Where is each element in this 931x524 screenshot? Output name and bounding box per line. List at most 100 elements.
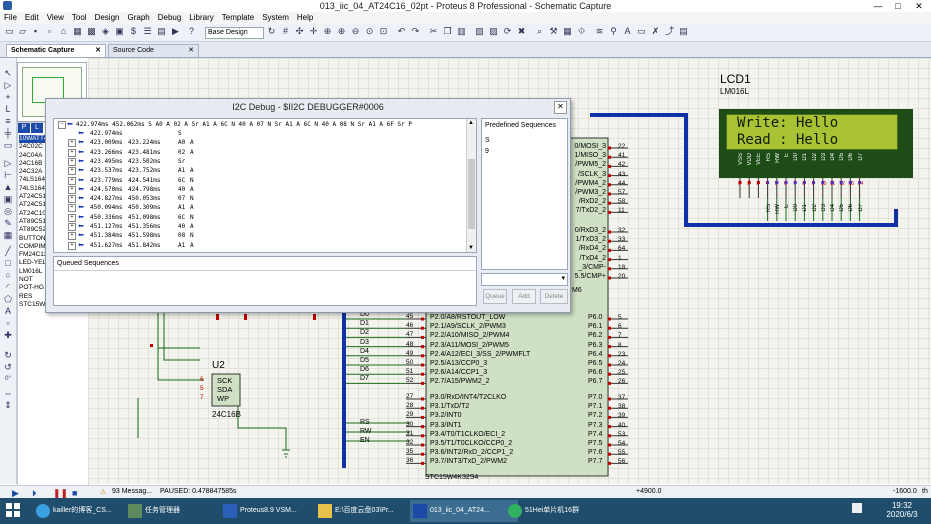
schematic-icon[interactable]: ▦ <box>73 26 82 36</box>
instrument-icon[interactable]: ▦ <box>3 230 13 240</box>
tab-schematic-capture[interactable]: Schematic Capture ✕ <box>6 44 106 57</box>
device-list-item[interactable]: STC15W4 <box>19 300 49 308</box>
design-explorer-icon[interactable]: ☰ <box>143 26 152 36</box>
library-button[interactable]: L <box>31 123 43 133</box>
close-window-button[interactable]: ✕ <box>915 1 923 11</box>
task-explorer[interactable]: E:\百度云盘03\Pr... <box>315 500 423 522</box>
device-list-item[interactable]: AT24C10 <box>19 209 46 217</box>
new-sheet-icon[interactable]: ▭ <box>637 26 646 36</box>
decompose-icon[interactable]: ⟐ <box>577 26 586 36</box>
open-folder-icon[interactable]: ▱ <box>19 26 26 36</box>
stop-icon[interactable]: ■ <box>72 488 78 498</box>
menu-library[interactable]: Library <box>189 13 214 22</box>
zoom-all-icon[interactable]: ⊙ <box>365 26 374 36</box>
expand-icon[interactable]: + <box>68 185 76 194</box>
bom-icon[interactable]: $ <box>130 26 136 36</box>
pick-device-button[interactable]: P <box>18 123 30 133</box>
undo-icon[interactable]: ↶ <box>397 26 406 36</box>
pan-icon[interactable]: ✛ <box>309 26 318 36</box>
refresh-icon[interactable]: ↻ <box>267 26 276 36</box>
path-icon[interactable]: ⬠ <box>4 294 12 304</box>
source-code-icon[interactable]: ▤ <box>157 26 166 36</box>
device-list-item[interactable]: 24C02C <box>19 143 43 151</box>
expand-icon[interactable]: + <box>68 204 76 213</box>
box-icon[interactable]: □ <box>5 258 11 268</box>
pcb-icon[interactable]: ▩ <box>87 26 96 36</box>
rotate-ccw-icon[interactable]: ↺ <box>4 362 12 372</box>
add-button[interactable]: Add <box>512 289 536 304</box>
messages-count[interactable]: 93 Messag... <box>112 488 153 495</box>
run-icon[interactable]: ▶ <box>172 26 179 36</box>
new-file-icon[interactable]: ▭ <box>5 26 14 36</box>
device-list-item[interactable]: AT89C51 <box>19 217 46 225</box>
packaging-icon[interactable]: ▦ <box>563 26 572 36</box>
pause-icon[interactable]: ❚❚ <box>53 488 69 498</box>
close-icon[interactable]: ✕ <box>188 47 194 54</box>
junction-dot-icon[interactable]: + <box>5 92 11 102</box>
expand-icon[interactable]: + <box>68 176 76 185</box>
task-proteus-active[interactable]: 013_iic_04_AT24... <box>410 500 518 522</box>
collapse-icon[interactable]: − <box>58 121 66 129</box>
zoom-out-icon[interactable]: ⊖ <box>351 26 360 36</box>
device-list-item[interactable]: AT89C52 <box>19 226 46 234</box>
zoom-area-icon[interactable]: ⊡ <box>379 26 388 36</box>
property-assign-icon[interactable]: A <box>624 26 631 36</box>
rotate-cw-icon[interactable]: ↻ <box>4 350 12 360</box>
selection-mode-icon[interactable]: ↖ <box>4 68 12 78</box>
help-icon[interactable]: ? <box>188 26 194 36</box>
device-list-item[interactable]: RES <box>19 292 33 300</box>
save-icon[interactable]: ▪ <box>33 26 38 36</box>
expand-icon[interactable]: + <box>68 195 76 204</box>
delete-button[interactable]: Delete <box>540 289 568 304</box>
close-icon[interactable]: ✕ <box>554 101 567 114</box>
device-list-item[interactable]: BUTTON <box>19 234 46 242</box>
block-copy-icon[interactable]: ▧ <box>475 26 484 36</box>
wire-label-icon[interactable]: L <box>5 104 11 114</box>
queue-button[interactable]: Queue <box>483 289 507 304</box>
queued-sequences-box[interactable]: Queued Sequences <box>53 256 477 306</box>
device-list-item[interactable]: LM016L <box>19 267 43 275</box>
device-list-item[interactable]: AT24C51 <box>19 201 46 209</box>
mirror-x-icon[interactable]: ⇔ <box>3 388 13 398</box>
task-chat[interactable]: 51Hei单片机16群 <box>505 500 613 522</box>
expand-icon[interactable]: + <box>68 213 76 222</box>
predefined-item[interactable]: 9 <box>485 148 489 155</box>
menu-system[interactable]: System <box>262 13 289 22</box>
menu-help[interactable]: Help <box>296 13 314 22</box>
pin-icon[interactable]: ⊢ <box>4 170 12 180</box>
device-list-item[interactable]: 74LS164 <box>19 176 46 184</box>
tape-icon[interactable]: ▣ <box>3 194 13 204</box>
gerber-icon[interactable]: ▣ <box>115 26 124 36</box>
paste-icon[interactable]: ▥ <box>457 26 466 36</box>
block-move-icon[interactable]: ▨ <box>489 26 498 36</box>
design-combo[interactable]: Base Design <box>205 27 264 39</box>
device-list-item[interactable]: NOT <box>19 276 33 284</box>
component-mode-icon[interactable]: ▷ <box>4 80 12 90</box>
tab-source-code[interactable]: Source Code ✕ <box>108 44 199 57</box>
bus-icon[interactable]: ╪ <box>4 128 12 138</box>
expand-icon[interactable]: + <box>68 139 76 148</box>
menu-tool[interactable]: Tool <box>71 13 87 22</box>
close-icon[interactable]: ✕ <box>95 47 101 54</box>
maximize-button[interactable]: □ <box>895 1 901 11</box>
close-project-icon[interactable]: ▫ <box>47 26 52 36</box>
exit-to-parent-icon[interactable]: ⤴ <box>664 26 674 36</box>
graph-icon[interactable]: ▲ <box>3 182 13 192</box>
menu-file[interactable]: File <box>4 13 17 22</box>
expand-icon[interactable]: + <box>68 223 76 231</box>
home-icon[interactable]: ⌂ <box>60 26 67 36</box>
tray-icon[interactable] <box>852 503 862 513</box>
menu-design[interactable]: Design <box>94 13 120 22</box>
block-delete-icon[interactable]: ✖ <box>517 26 526 36</box>
make-device-icon[interactable]: ⚒ <box>549 26 558 36</box>
marker-icon[interactable]: ✚ <box>4 330 12 340</box>
mirror-y-icon[interactable]: ⇕ <box>4 400 12 410</box>
